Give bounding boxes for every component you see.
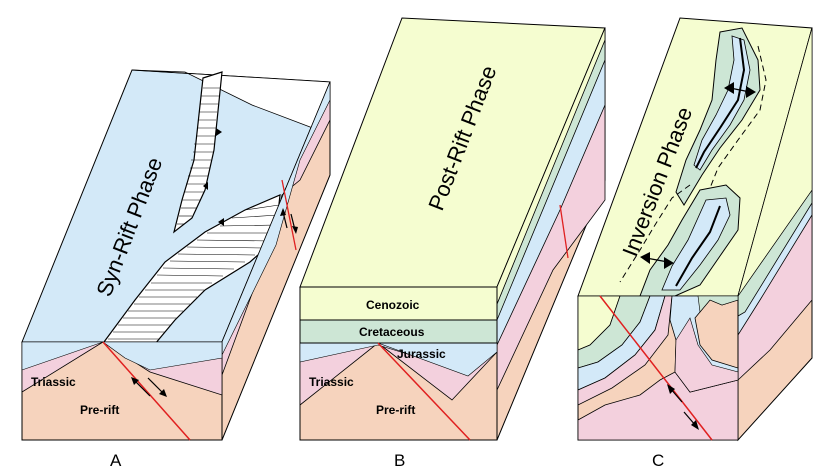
panel-c-fault-dashed-upper [705, 45, 767, 199]
panel-a-front-fault [102, 341, 191, 441]
panel-b-front-fault [377, 342, 471, 441]
panel-a-fault-tick-1 [216, 128, 222, 136]
panel-b-label-jurassic: Jurassic [397, 347, 446, 361]
panel-c-arrow-upper-shaft [729, 87, 751, 93]
panel-c-arrow-upper-right-head [746, 86, 756, 98]
panel-c-caption: C [652, 451, 664, 470]
panel-a-label-triassic: Triassic [31, 375, 76, 389]
panel-a-caption: A [110, 451, 122, 470]
panel-c-front-arrow-up-head [667, 384, 675, 394]
panel-c-arrow-lower-right-head [664, 257, 674, 269]
panel-c-front-arrow-down-head [691, 420, 699, 430]
panel-c-inversion: Inversion Phase C [577, 17, 813, 470]
panel-b-label-cenozoic: Cenozoic [366, 298, 420, 312]
panel-a-front-arrow-1-head [131, 377, 139, 385]
panel-b-side-fault [559, 204, 569, 259]
panel-a-side-arrow-up-head [280, 208, 286, 216]
panel-a-fault-tick-2 [203, 182, 208, 190]
panel-c-side-cenozoic [737, 27, 813, 297]
panel-a-top-white [131, 69, 331, 131]
panel-c-anticline-lower-core [661, 197, 731, 291]
panel-a-front-synrift-left [21, 341, 104, 371]
panel-c-anticline-upper-axis [695, 37, 746, 169]
panel-a-side-fault [281, 179, 297, 251]
panel-a-front-arrow-2-head [159, 389, 167, 397]
panel-a-front-synrift-right [102, 341, 223, 371]
panel-a-graben-upper-hatch [177, 87, 220, 225]
panel-b-label-cretaceous: Cretaceous [359, 325, 425, 339]
panel-c-arrow-upper-left-head [724, 82, 734, 94]
panel-a-syn-rift: Triassic Pre-rift Syn-Rift Phase A [21, 69, 331, 470]
panel-c-front-pre-rift-wedge [674, 317, 739, 393]
panel-a-label-pre-rift: Pre-rift [80, 403, 119, 417]
panel-c-arrow-lower-left-head [640, 252, 650, 264]
panel-a-fault-tick-3 [218, 218, 224, 226]
panel-c-front-center-cret [697, 295, 739, 313]
panel-a-front-arrow-1 [133, 379, 151, 397]
panel-b-label-pre-rift: Pre-rift [376, 403, 415, 417]
panel-b-caption: B [394, 451, 405, 470]
panel-c-anticline-lower-axis [675, 205, 721, 287]
panel-c-fault-dashed-lower [619, 184, 691, 283]
panel-a-side-arrow-down-head [292, 226, 298, 234]
panel-c-front-triassic-left-band [577, 295, 673, 406]
panel-c-front-fault [599, 295, 713, 441]
panel-b-front-cenozoic [299, 286, 498, 321]
panel-b-post-rift: Cenozoic Cretaceous Jurassic Triassic Pr… [299, 17, 606, 470]
panel-a-front-arrow-2 [147, 377, 165, 395]
panel-b-label-triassic: Triassic [309, 375, 354, 389]
